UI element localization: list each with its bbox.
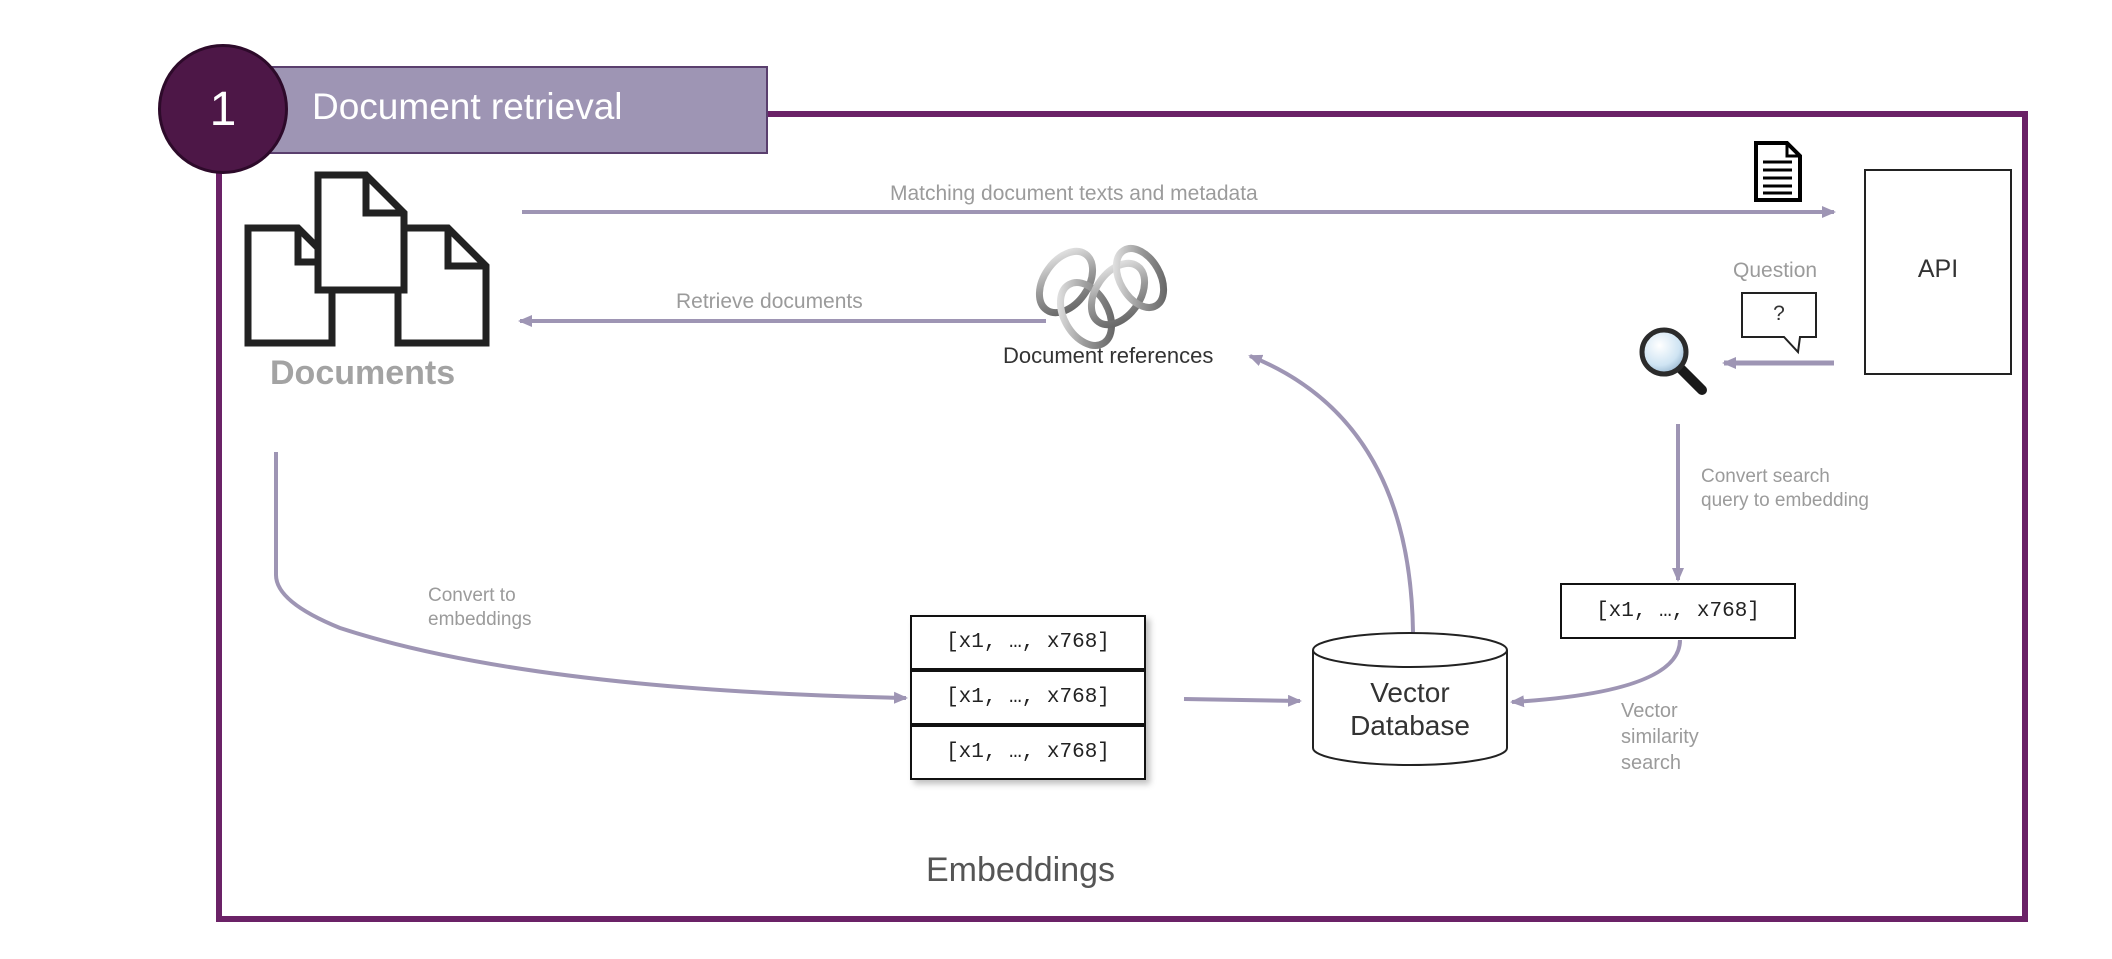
convert-query-label: Convert search query to embedding xyxy=(1701,465,1869,513)
document-icon xyxy=(1754,141,1802,202)
api-box xyxy=(1864,169,2012,375)
similarity-search-arrow xyxy=(1510,639,1682,708)
embedding-row: [x1, …, x768] xyxy=(910,615,1146,670)
api-label: API xyxy=(1917,255,1959,283)
embeddings-caption: Embeddings xyxy=(926,851,1116,889)
similarity-label: Vector similarity search xyxy=(1621,698,1699,776)
documents-label: Documents xyxy=(270,354,456,392)
embeddings-stack: [x1, …, x768] [x1, …, x768] [x1, …, x768… xyxy=(910,615,1146,780)
vector-database-line1: Vector xyxy=(1370,677,1450,708)
question-mark: ? xyxy=(1773,302,1785,325)
vector-database-line2: Database xyxy=(1350,710,1470,741)
matching-label: Matching document texts and metadata xyxy=(890,182,1258,205)
documents-icon xyxy=(244,171,490,347)
query-embedding-box: [x1, …, x768] xyxy=(1560,583,1796,639)
similarity-line2: similarity xyxy=(1621,726,1699,748)
chain-links-icon xyxy=(1035,245,1168,349)
step-number-badge: 1 xyxy=(158,44,288,174)
retrieve-label: Retrieve documents xyxy=(676,290,863,313)
vector-database-label: Vector Database xyxy=(1313,676,1507,742)
document-references-label: Document references xyxy=(1003,343,1214,368)
similarity-line3: search xyxy=(1621,752,1682,774)
db-to-references-arrow xyxy=(1248,354,1415,633)
speech-bubble-icon xyxy=(1741,292,1817,355)
step-title: Document retrieval xyxy=(312,86,623,127)
convert-docs-line2: embeddings xyxy=(428,609,532,630)
convert-query-line2: query to embedding xyxy=(1701,490,1869,511)
step-frame xyxy=(216,111,2028,922)
convert-docs-label: Convert to embeddings xyxy=(428,584,532,632)
convert-docs-line1: Convert to xyxy=(428,585,516,606)
question-label: Question xyxy=(1733,259,1818,282)
convert-query-line1: Convert search xyxy=(1701,466,1830,487)
embedding-row: [x1, …, x768] xyxy=(910,725,1146,780)
database-cylinder-icon xyxy=(1312,632,1508,766)
title-bar xyxy=(258,66,768,154)
similarity-line1: Vector xyxy=(1621,700,1678,722)
embedding-row: [x1, …, x768] xyxy=(910,670,1146,725)
embeddings-to-db-arrow xyxy=(1183,694,1302,707)
magnifier-icon xyxy=(1639,327,1707,395)
convert-docs-arrow xyxy=(274,452,908,704)
